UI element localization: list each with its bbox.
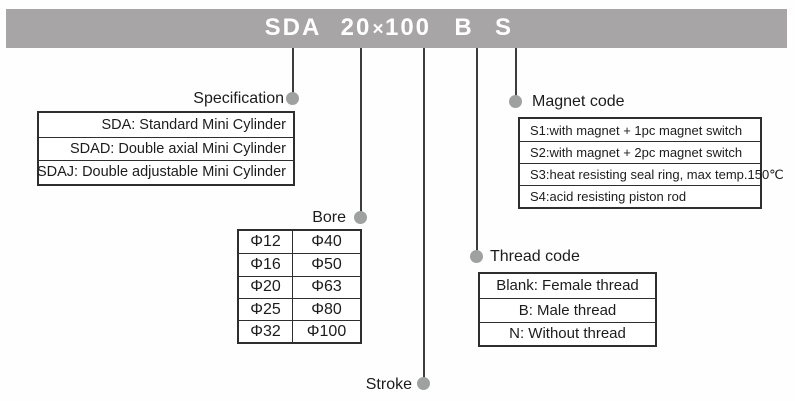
- bore-row: Φ16 Φ50: [239, 253, 360, 276]
- callout-dot-magnet: [509, 95, 522, 108]
- thread-code-row: Blank: Female thread: [496, 277, 639, 295]
- bore-cell: Φ25: [239, 298, 293, 321]
- callout-dot-stroke: [417, 377, 430, 390]
- magnet-code-row: S3:heat resisting seal ring, max temp.15…: [520, 163, 784, 185]
- connector-line-specification: [292, 48, 294, 93]
- bore-table: Φ12 Φ40 Φ16 Φ50 Φ20 Φ63 Φ25 Φ80 Φ32 Φ100: [237, 229, 362, 345]
- stroke-label: Stroke: [365, 376, 412, 393]
- code-token-series: SDA: [264, 14, 322, 41]
- bore-cell: Φ16: [239, 254, 293, 276]
- code-token-bore: 20: [340, 14, 372, 41]
- specification-row: SDA: Standard Mini Cylinder: [101, 116, 286, 133]
- magnet-code-row: S1:with magnet + 1pc magnet switch: [530, 122, 743, 138]
- magnet-code-label: Magnet code: [532, 93, 625, 110]
- multiply-sign: ×: [372, 19, 384, 40]
- bore-row: Φ20 Φ63: [239, 275, 360, 298]
- bore-cell: Φ32: [239, 321, 293, 343]
- thread-code-row: N: Without thread: [480, 321, 655, 346]
- connector-line-bore: [360, 48, 362, 212]
- bore-row: Φ32 Φ100: [239, 320, 360, 343]
- thread-code-row: B: Male thread: [480, 297, 655, 322]
- connector-line-magnet: [515, 48, 517, 96]
- callout-dot-bore: [354, 211, 367, 224]
- code-token-magnet: S: [494, 14, 514, 41]
- bore-row: Φ25 Φ80: [239, 297, 360, 321]
- specification-table: SDA: Standard Mini Cylinder SDAD: Double…: [37, 111, 295, 186]
- magnet-code-row: S4:acid resisting piston rod: [520, 185, 760, 207]
- specification-row: SDAJ: Double adjustable Mini Cylinder: [37, 160, 293, 184]
- connector-line-stroke: [423, 48, 425, 378]
- bore-cell: Φ20: [239, 276, 293, 298]
- bore-cell: Φ40: [311, 233, 342, 251]
- callout-dot-specification: [286, 92, 299, 105]
- specification-label: Specification: [193, 90, 284, 107]
- ordering-code-bar: [6, 9, 787, 48]
- bore-label: Bore: [312, 209, 346, 226]
- bore-cell: Φ50: [311, 255, 342, 273]
- specification-row: SDAD: Double axial Mini Cylinder: [39, 136, 293, 161]
- thread-code-label: Thread code: [490, 248, 580, 265]
- bore-row: Φ12 Φ40: [239, 231, 360, 254]
- code-token-thread: B: [454, 14, 474, 41]
- magnet-code-row: S2:with magnet + 2pc magnet switch: [520, 141, 760, 163]
- callout-dot-thread: [470, 250, 483, 263]
- bore-cell: Φ63: [311, 278, 342, 296]
- bore-cell: Φ100: [306, 322, 347, 340]
- code-token-stroke: 100: [384, 14, 432, 41]
- connector-line-thread: [476, 48, 478, 251]
- bore-cell: Φ12: [239, 231, 293, 254]
- thread-code-table: Blank: Female thread B: Male thread N: W…: [478, 272, 657, 348]
- bore-cell: Φ80: [311, 300, 342, 318]
- magnet-code-table: S1:with magnet + 1pc magnet switch S2:wi…: [518, 117, 784, 209]
